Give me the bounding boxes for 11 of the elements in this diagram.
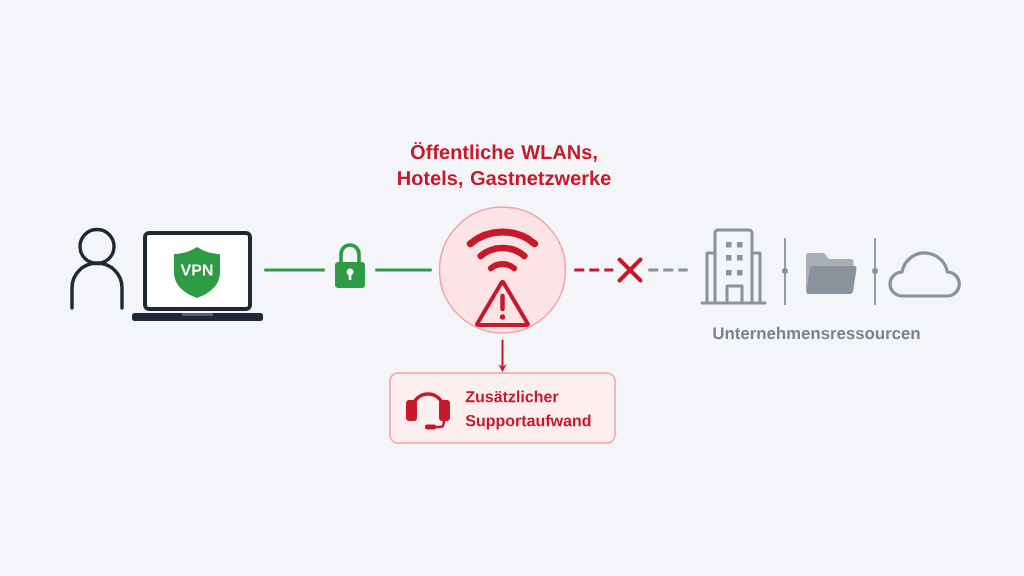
support-box: Zusätzlicher Supportaufwand bbox=[389, 372, 616, 444]
shield-badge: VPN bbox=[174, 247, 220, 298]
connector-line bbox=[264, 268, 325, 272]
connector-line bbox=[375, 268, 432, 272]
person-icon bbox=[70, 227, 124, 310]
heading: Öffentliche WLANs, Hotels, Gastnetzwerke bbox=[398, 141, 611, 189]
group-label: Unternehmensressourcen bbox=[713, 326, 920, 340]
dashed-line bbox=[574, 268, 614, 272]
lock-icon bbox=[335, 243, 365, 288]
dashed-line bbox=[648, 268, 688, 272]
cross-mark bbox=[617, 257, 643, 283]
